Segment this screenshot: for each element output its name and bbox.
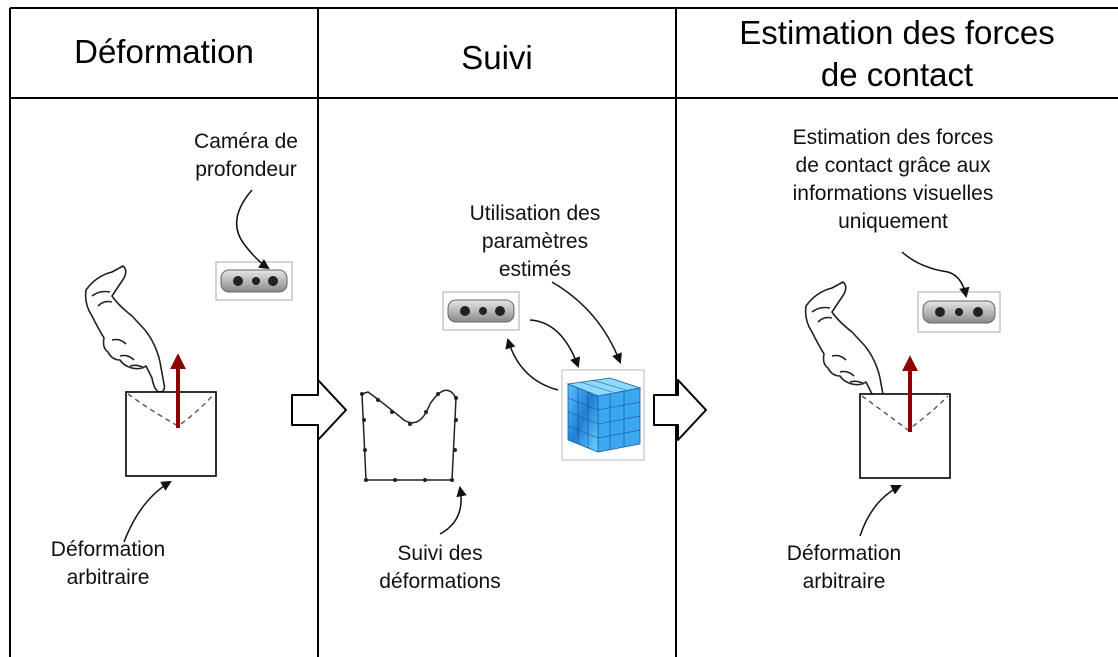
- mesh-to-camera-arrow: [505, 337, 559, 391]
- tracking-label: Suivi des déformations: [360, 540, 520, 596]
- estimation-label-line2: de contact grâce aux: [795, 154, 991, 177]
- camera-label: Caméra de profondeur: [166, 128, 326, 184]
- header-suivi: Suivi: [461, 39, 533, 76]
- process-arrow-icon: [653, 379, 707, 441]
- header-estimation: Estimation des forces de contact: [676, 12, 1118, 96]
- estimation-label-line1: Estimation des forces: [792, 126, 994, 149]
- estimation-pointer-arrow: [901, 251, 970, 299]
- deformation-label: Déformation arbitraire: [28, 536, 188, 592]
- depth-camera-icon: [917, 291, 1001, 333]
- tracking-label-line2: déformations: [379, 570, 501, 593]
- process-arrow-icon: [291, 379, 347, 441]
- hand-icon: [84, 265, 166, 393]
- tracking-label-line1: Suivi des: [397, 542, 483, 565]
- depth-camera-icon: [215, 261, 293, 301]
- camera-label-line2: profondeur: [195, 158, 297, 181]
- tracking-pointer-arrow: [439, 485, 467, 535]
- params-label-line3: estimés: [498, 258, 572, 281]
- deformation-pointer-arrow: [123, 480, 172, 543]
- params-label-line2: paramètres: [481, 230, 589, 253]
- tracked-contour: [360, 389, 458, 482]
- estimation-label-line3: informations visuelles: [792, 182, 994, 205]
- header-deformation: Déformation: [74, 33, 254, 70]
- deformation-label-panel3: Déformation arbitraire: [764, 540, 924, 596]
- params-label-line1: Utilisation des: [469, 202, 601, 225]
- deformable-object-box: [859, 393, 951, 479]
- camera-pointer-arrow: [235, 189, 270, 270]
- hand-icon: [804, 281, 886, 409]
- table-frame: [9, 7, 1118, 657]
- params-label: Utilisation des paramètres estimés: [440, 200, 630, 284]
- fem-mesh-icon: [561, 369, 645, 461]
- deformation-label-line1: Déformation: [50, 538, 166, 561]
- deformable-object-box: [125, 391, 217, 477]
- estimation-label-line4: uniquement: [838, 210, 948, 233]
- depth-camera-icon: [442, 291, 520, 331]
- deformation-label-panel3-line2: arbitraire: [802, 570, 886, 593]
- deformation-label-line2: arbitraire: [66, 566, 150, 589]
- params-pointer-arrow: [551, 281, 622, 364]
- deformation-pointer-arrow: [859, 485, 902, 537]
- camera-label-line1: Caméra de: [194, 130, 298, 153]
- deformation-label-panel3-line1: Déformation: [786, 542, 902, 565]
- header-estimation-line2: de contact: [820, 56, 974, 93]
- camera-to-mesh-arrow: [529, 319, 581, 368]
- estimation-label: Estimation des forces de contact grâce a…: [748, 124, 1038, 236]
- header-estimation-line1: Estimation des forces: [739, 14, 1055, 51]
